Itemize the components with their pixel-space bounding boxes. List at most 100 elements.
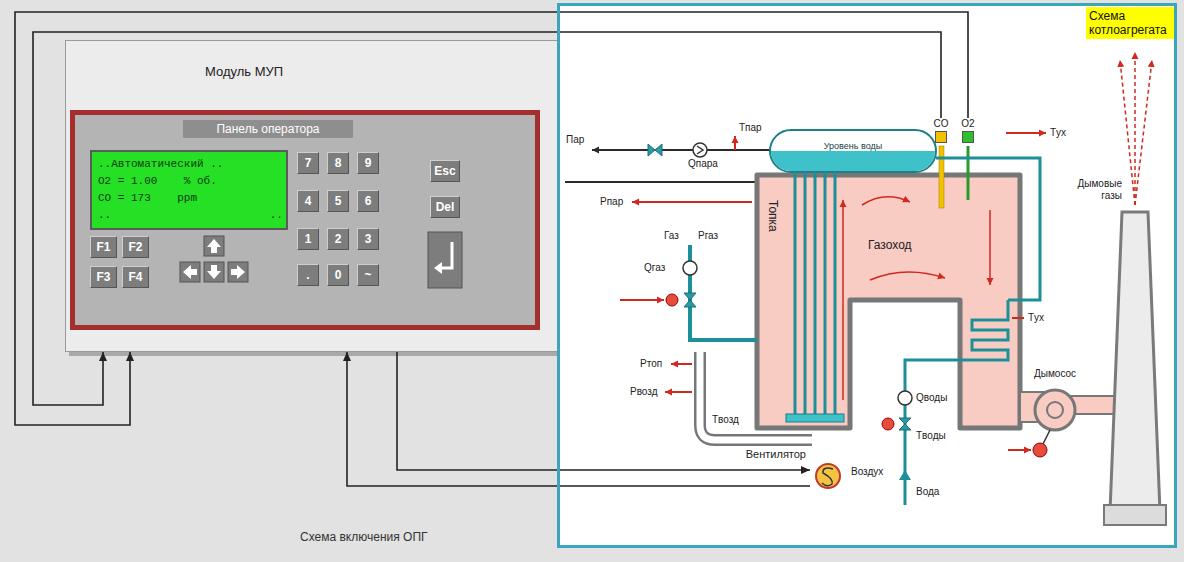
arrow-keys (434, 262, 442, 274)
boiler-scheme (862, 197, 910, 205)
key-text: F3 (96, 270, 110, 284)
key-text: 5 (335, 194, 342, 208)
fan-text: Вентилятор (726, 448, 806, 461)
boiler-scheme (989, 210, 991, 285)
arrow-keys (204, 236, 224, 256)
boiler-scheme (822, 468, 833, 486)
boiler-scheme (734, 136, 736, 150)
keypad-key: 8 (327, 152, 349, 174)
boiler-scheme (804, 172, 807, 416)
boiler-scheme (683, 261, 697, 275)
signal-wire (15, 12, 968, 425)
fan-drive: Вентилятор (810, 458, 846, 494)
operator-panel: Панель оператора..Автоматический ..O2 = … (70, 110, 540, 330)
key-text: 4 (305, 194, 312, 208)
boiler-scheme (824, 172, 827, 416)
gas-sensor: CO (930, 118, 952, 144)
scheme-label: Газоход (868, 238, 912, 252)
gas-sensor: O2 (957, 118, 979, 144)
boiler-scheme (770, 130, 936, 172)
scheme-label: Tвозд (712, 414, 739, 426)
boiler-scheme (814, 172, 817, 416)
boiler-scheme (970, 300, 1008, 360)
keypad-key: 4 (297, 190, 319, 212)
boiler-scheme (1008, 449, 1031, 451)
keypad-key: 0 (327, 264, 349, 286)
boiler-scheme (693, 143, 707, 157)
key-text: 8 (335, 156, 342, 170)
signal-wire (33, 32, 941, 405)
sensor-body (962, 131, 974, 143)
boiler-scheme (899, 470, 911, 480)
sensor-text: CO (930, 118, 952, 130)
boiler-scheme (565, 181, 757, 183)
boiler-scheme (786, 414, 844, 422)
boiler-scheme (834, 172, 837, 416)
scheme-label: Qпара (688, 158, 718, 170)
key-text: . (306, 268, 309, 282)
boiler-scheme (1135, 60, 1152, 205)
boiler-scheme (936, 158, 1040, 300)
boiler-scheme (816, 464, 840, 488)
scheme-label: Воздух (851, 466, 883, 478)
key-text: Del (436, 200, 455, 214)
figure-caption: Схема включения ОПГ (300, 530, 428, 544)
steam-drum: Уровень воды (770, 130, 936, 172)
boiler-scheme (1104, 505, 1166, 525)
sensor-body (935, 131, 947, 143)
scheme-label: Tух (1028, 312, 1044, 324)
arrow-keys (428, 232, 462, 288)
key-text: F1 (96, 240, 110, 254)
keypad-key: 6 (357, 190, 379, 212)
boiler-scheme (1047, 402, 1063, 418)
scheme-label: Дымовые газы (1062, 178, 1122, 202)
boiler-scheme (592, 149, 770, 151)
keypad-key: F4 (122, 266, 149, 288)
boiler-scheme (700, 352, 812, 440)
boiler-scheme (700, 352, 812, 440)
keypad-key: 2 (327, 228, 349, 250)
key-text: F4 (128, 270, 142, 284)
boiler-scheme (665, 391, 692, 393)
panel-text: Панель оператора (183, 120, 353, 138)
scheme-label: Tводы (916, 430, 946, 442)
key-text: 1 (305, 232, 312, 246)
keypad-key: 7 (297, 152, 319, 174)
arrow-keys (180, 232, 462, 288)
keypad-key: . (297, 264, 319, 286)
boiler-scheme (967, 146, 970, 200)
boiler-scheme (882, 418, 894, 430)
scheme-label: Qгаз (644, 262, 665, 274)
keypad-key: 5 (327, 190, 349, 212)
keypad-key: Del (430, 196, 460, 218)
scheme-label: Pтоп (640, 358, 662, 370)
keypad-key: 3 (357, 228, 379, 250)
key-text: 9 (365, 156, 372, 170)
scheme-label: Дымосос (1034, 368, 1076, 380)
arrow-keys (207, 239, 221, 253)
drum-text: Уровень воды (824, 141, 882, 152)
boiler-scheme (1006, 132, 1046, 134)
boiler-scheme (1033, 443, 1047, 457)
key-text: 7 (305, 156, 312, 170)
arrow-keys (228, 262, 248, 282)
lcd-text: .. .. (98, 207, 280, 224)
scheme-label: Вода (916, 486, 939, 498)
scheme-label: Газ (664, 230, 679, 242)
boiler-scheme (1134, 52, 1136, 205)
boiler-scheme (620, 299, 664, 301)
boiler-scheme (690, 245, 757, 340)
boiler-scheme (560, 6, 1174, 545)
arrow-keys (204, 262, 224, 282)
scheme-label: Пар (566, 134, 584, 146)
boiler-scheme (697, 146, 703, 154)
keypad-key: F2 (122, 236, 149, 258)
keypad-key: 9 (357, 152, 379, 174)
scheme-label: Pпар (600, 196, 623, 208)
boiler-scheme (632, 201, 752, 203)
signal-wire (347, 352, 810, 486)
boiler-scheme (666, 294, 678, 306)
